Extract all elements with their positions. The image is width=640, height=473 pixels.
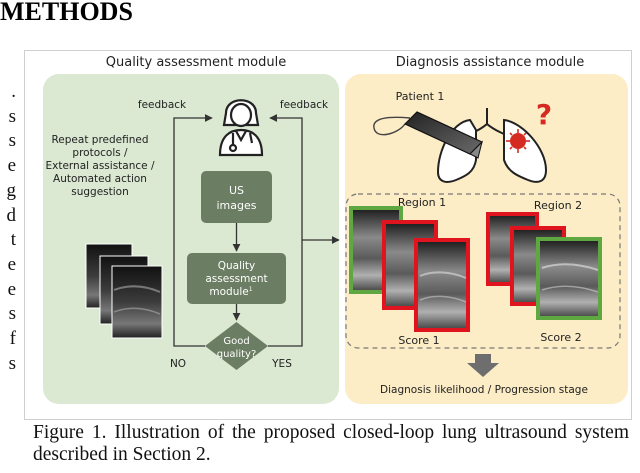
quality-module-panel (43, 74, 339, 404)
down-arrow-icon (467, 354, 499, 377)
us-images-label: US (229, 184, 244, 197)
edge-letter: e (7, 253, 16, 275)
quality-assessment-box (187, 253, 286, 304)
edge-letter: d (6, 204, 17, 226)
feedback-label-left: feedback (138, 99, 187, 111)
qa-superscript: 1 (249, 286, 253, 293)
figure-caption: Figure 1. Illustration of the proposed c… (33, 422, 629, 465)
edge-letter: . (11, 81, 16, 102)
quality-module-title: Quality assessment module (106, 55, 287, 70)
clinician-icon (218, 99, 264, 157)
edge-letter: s (8, 352, 16, 374)
quality-decision-diamond (205, 322, 268, 370)
feedback-label-right: feedback (280, 99, 329, 111)
no-label: NO (170, 358, 186, 370)
edge-letter: g (6, 179, 17, 201)
low-quality-us-frames (85, 243, 163, 339)
diagnosis-output-label: Diagnosis likelihood / Progression stage (380, 384, 588, 396)
score2-label: Score 2 (540, 331, 581, 344)
repeat-text-line: External assistance / (46, 160, 155, 172)
repeat-text-line: suggestion (71, 186, 129, 198)
qa-label: assessment (205, 273, 267, 285)
decision-label: quality? (217, 349, 257, 360)
qa-label: Quality (218, 260, 256, 272)
virus-icon (506, 129, 530, 153)
system-diagram: Quality assessment module Diagnosis assi… (43, 55, 628, 404)
edge-letter: e (7, 155, 16, 177)
edge-letter: s (8, 303, 16, 325)
edge-letter: f (9, 328, 16, 350)
feedback-loop-left (173, 114, 213, 347)
diagnosis-module-title: Diagnosis assistance module (396, 55, 585, 70)
us-images-label: images (217, 199, 257, 212)
patient-label: Patient 1 (396, 90, 445, 103)
question-mark-icon: ? (536, 98, 552, 131)
region2-frames (486, 212, 602, 320)
repeat-protocols-text: Repeat predefined protocols / External a… (46, 134, 155, 198)
decision-label: Good (223, 336, 249, 347)
yes-label: YES (271, 358, 292, 370)
qa-label: module1 (209, 286, 252, 298)
edge-letter: s (8, 105, 16, 127)
ultrasound-probe-icon (403, 111, 484, 159)
repeat-text-line: Repeat predefined (51, 134, 148, 146)
cropped-body-text: . s s e g d t e e s f s (0, 80, 17, 376)
edge-letter: e (7, 278, 16, 300)
edge-letter: t (10, 229, 16, 251)
region1-label: Region 1 (398, 196, 446, 209)
region1-frames (349, 206, 470, 332)
feedback-loop-right (268, 114, 303, 347)
repeat-text-line: protocols / (72, 147, 128, 159)
regions-dashed-box (345, 193, 621, 349)
region2-label: Region 2 (534, 199, 582, 212)
edge-letter: s (8, 130, 16, 152)
section-heading: METHODS (0, 0, 133, 26)
repeat-text-line: Automated action (53, 173, 147, 185)
score1-label: Score 1 (398, 334, 439, 347)
probe-cable (373, 116, 411, 136)
us-images-box (201, 171, 272, 223)
